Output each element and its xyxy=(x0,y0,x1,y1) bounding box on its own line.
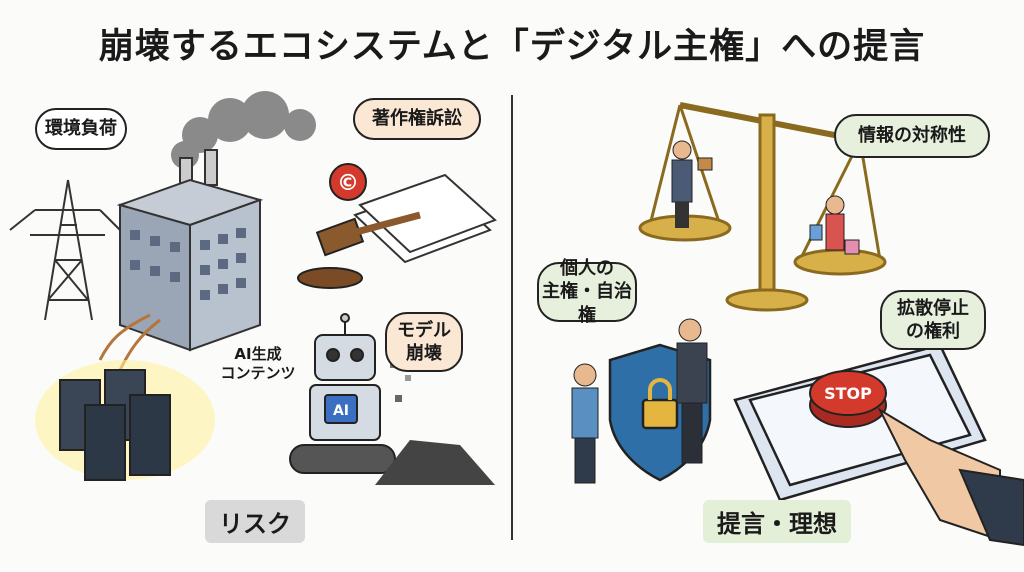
page-title: 崩壊するエコシステムと「デジタル主権」への提言 xyxy=(98,27,926,67)
woman-shopper-icon xyxy=(809,195,860,255)
ai-content-label: AI生成 コンテンツ xyxy=(213,345,303,383)
bubble-text: モデル xyxy=(397,319,451,341)
label-line: コンテンツ xyxy=(220,363,296,382)
svg-text:©: © xyxy=(337,171,359,196)
bubble-model-collapse: モデル 崩壊 xyxy=(385,312,463,372)
bubble-right-to-stop-spread: 拡散停止 の権利 xyxy=(880,290,986,350)
person-icon xyxy=(571,363,599,484)
smoke-icon xyxy=(171,91,316,169)
bubble-text: 個人の xyxy=(560,257,614,279)
section-label-risk: リスク xyxy=(205,500,305,543)
bubble-text: の権利 xyxy=(906,321,960,342)
label-line: AI生成 xyxy=(234,345,282,363)
pointing-hand-icon xyxy=(877,407,1024,547)
debris-pile-icon xyxy=(375,360,495,485)
bubble-environmental-load: 環境負荷 xyxy=(35,108,127,150)
document-stack-icon xyxy=(353,173,497,264)
copyright-icon: © xyxy=(329,163,367,201)
section-label-ideal: 提言・理想 xyxy=(703,500,851,543)
bubble-information-symmetry: 情報の対称性 xyxy=(834,114,990,158)
stop-button[interactable] xyxy=(809,370,887,428)
divider xyxy=(511,95,513,540)
bubble-text: 拡散停止 xyxy=(897,297,969,319)
bubble-text: 崩壊 xyxy=(406,343,442,364)
robot-icon xyxy=(289,313,396,474)
balance-scale-icon xyxy=(638,102,887,312)
gavel-icon xyxy=(297,211,421,289)
server-rack-icon xyxy=(35,360,215,481)
bubble-personal-sovereignty: 個人の 主権・自治権 xyxy=(537,258,637,326)
businessman-icon xyxy=(671,140,713,228)
robot-ai-badge: AI xyxy=(333,403,349,419)
bubble-text: 主権・自治権 xyxy=(542,281,632,326)
power-tower-icon xyxy=(9,179,126,321)
bubble-copyright-lawsuit: 著作権訴訟 xyxy=(353,98,481,140)
factory-building-icon xyxy=(116,149,264,352)
advocate-icon xyxy=(676,318,708,464)
stop-button-label: STOP xyxy=(824,384,872,403)
